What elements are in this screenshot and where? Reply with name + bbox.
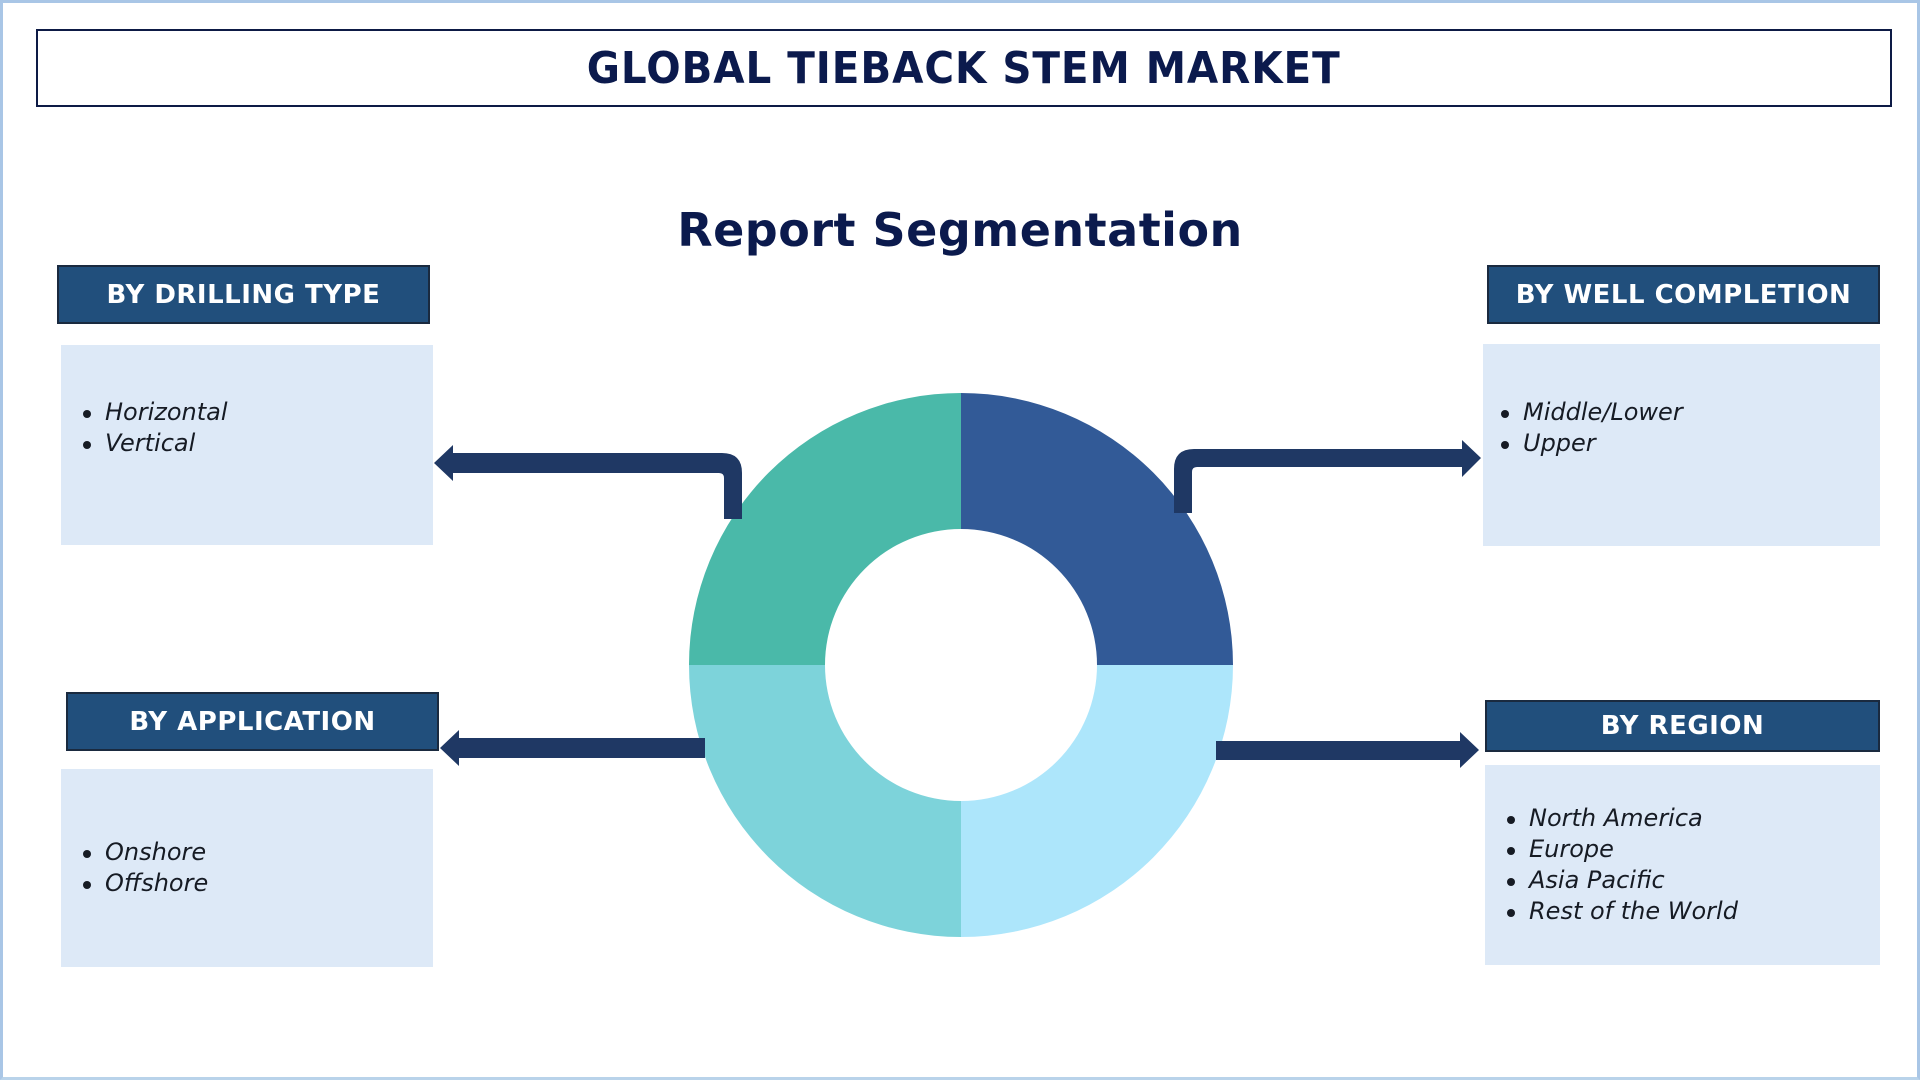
drilling-type-list: Horizontal Vertical (81, 397, 228, 459)
list-item: Rest of the World (1505, 896, 1738, 927)
list-item: Middle/Lower (1499, 397, 1683, 428)
segment-header-drilling-type: BY DRILLING TYPE (57, 265, 430, 324)
list-item: Horizontal (81, 397, 228, 428)
page-title: GLOBAL TIEBACK STEM MARKET (587, 42, 1341, 94)
application-list: Onshore Offshore (81, 837, 208, 899)
segment-body-region: North America Europe Asia Pacific Rest o… (1485, 765, 1880, 965)
arrow-to-application (440, 730, 705, 766)
donut-quadrant-bottom-right (961, 665, 1233, 937)
segment-header-well-completion: BY WELL COMPLETION (1487, 265, 1880, 324)
donut-quadrant-top-right (961, 393, 1233, 665)
list-item: North America (1505, 803, 1738, 834)
segment-body-application: Onshore Offshore (61, 769, 433, 967)
report-segmentation-heading: Report Segmentation (677, 203, 1243, 257)
arrow-to-drilling-type (434, 445, 742, 519)
list-item: Asia Pacific (1505, 865, 1738, 896)
arrow-to-region (1216, 732, 1479, 768)
segment-label: BY DRILLING TYPE (106, 279, 381, 310)
title-box: GLOBAL TIEBACK STEM MARKET (36, 29, 1892, 107)
list-item: Upper (1499, 428, 1683, 459)
donut-chart (689, 393, 1233, 937)
segment-body-well-completion: Middle/Lower Upper (1483, 344, 1880, 546)
segment-label: BY REGION (1600, 711, 1765, 741)
segment-label: BY APPLICATION (129, 706, 376, 737)
region-list: North America Europe Asia Pacific Rest o… (1505, 803, 1738, 927)
arrow-to-well-completion (1174, 440, 1481, 513)
list-item: Vertical (81, 428, 228, 459)
segment-header-application: BY APPLICATION (66, 692, 439, 751)
list-item: Onshore (81, 837, 208, 868)
donut-quadrant-top-left (689, 393, 961, 665)
well-completion-list: Middle/Lower Upper (1499, 397, 1683, 459)
list-item: Europe (1505, 834, 1738, 865)
list-item: Offshore (81, 868, 208, 899)
donut-quadrant-bottom-left (689, 665, 961, 937)
segment-header-region: BY REGION (1485, 700, 1880, 752)
segment-label: BY WELL COMPLETION (1515, 279, 1852, 310)
segment-body-drilling-type: Horizontal Vertical (61, 345, 433, 545)
